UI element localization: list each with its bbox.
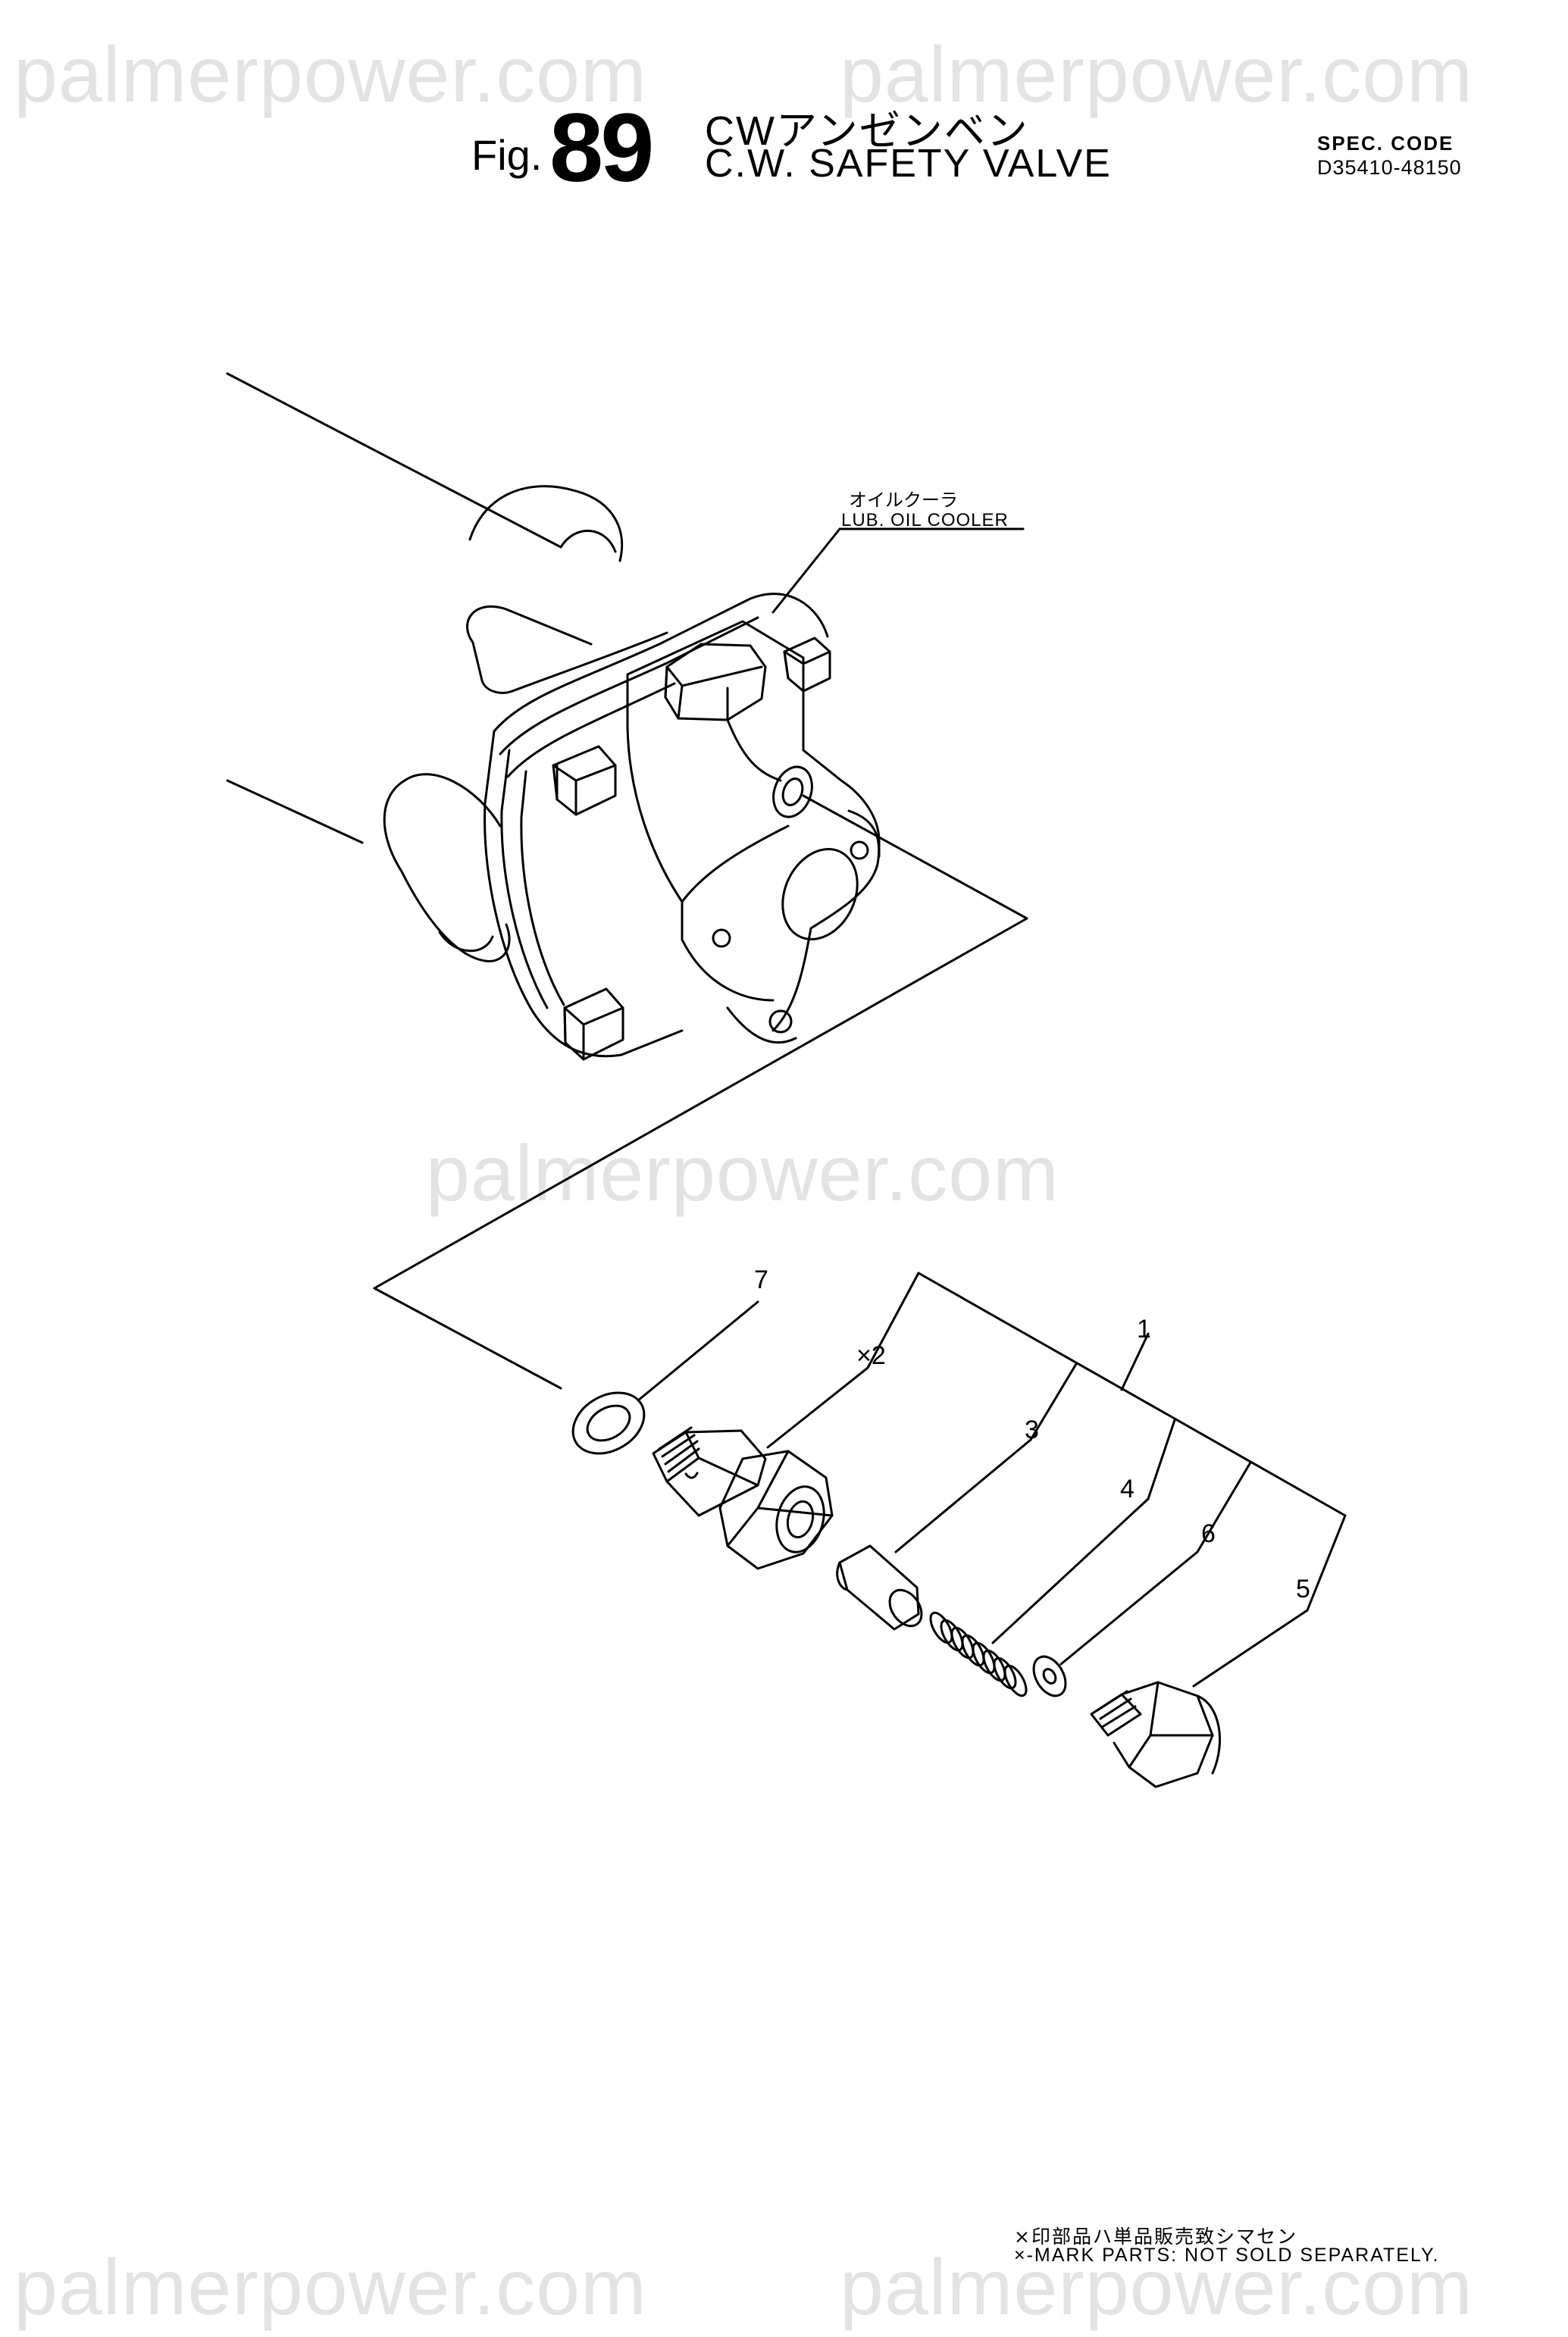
cover-bolt-bottom-left bbox=[563, 987, 624, 1061]
watermark-bottom-left: palmerpower.com bbox=[14, 2244, 647, 2332]
fig-number: 89 bbox=[549, 94, 654, 202]
footer-note-english: ×-MARK PARTS: NOT SOLD SEPARATELY. bbox=[1014, 2245, 1440, 2266]
footer-note-japanese: ×印部品ハ単品販売致シマセン bbox=[1014, 2226, 1297, 2248]
label-part-1: 1 bbox=[1137, 1315, 1151, 1344]
oil-cooler-body bbox=[226, 372, 668, 962]
label-part-2: ×2 bbox=[856, 1341, 886, 1370]
valve-housing bbox=[626, 620, 881, 1044]
cover-bolt-top-left bbox=[552, 745, 617, 816]
label-part-3: 3 bbox=[1025, 1416, 1039, 1444]
title-japanese: CWアンゼンベン bbox=[705, 108, 1029, 154]
label-part-5: 5 bbox=[1296, 1575, 1310, 1603]
watermark-center: palmerpower.com bbox=[426, 1130, 1059, 1218]
part-3-valve bbox=[836, 1438, 1032, 1631]
watermark-bottom-right: palmerpower.com bbox=[840, 2244, 1473, 2332]
figure-header: Fig. 89 CWアンゼンベン C.W. SAFETY VALVE SPEC.… bbox=[0, 0, 1568, 202]
housing-plug-bolt bbox=[664, 643, 767, 721]
title-english: C.W. SAFETY VALVE bbox=[705, 142, 1112, 186]
cooler-leader-line bbox=[771, 527, 1025, 614]
fig-prefix: Fig. bbox=[471, 131, 543, 179]
watermark-top-right: palmerpower.com bbox=[840, 31, 1473, 119]
spec-code-label: SPEC. CODE bbox=[1317, 132, 1454, 155]
watermark-top-left: palmerpower.com bbox=[14, 31, 647, 119]
cover-bolt-top-right bbox=[783, 637, 831, 693]
part-6-washer bbox=[1032, 1550, 1199, 1697]
label-lub-oil-cooler-jp: オイルクーラ bbox=[849, 490, 958, 511]
part-5-plug bbox=[1090, 1609, 1309, 1788]
assembly-projection-lines bbox=[373, 794, 1028, 1390]
part-7-gasket bbox=[571, 1300, 759, 1455]
cooler-cover-flange bbox=[484, 593, 829, 1058]
spec-code-value: D35410-48150 bbox=[1317, 156, 1462, 179]
part-1-assembly-bracket bbox=[866, 1272, 1347, 1612]
label-part-7: 7 bbox=[754, 1265, 768, 1294]
label-lub-oil-cooler-en: LUB. OIL COOLER bbox=[841, 510, 1009, 530]
part-2-valve-body bbox=[652, 1366, 869, 1570]
label-part-4: 4 bbox=[1120, 1475, 1135, 1503]
part-4-spring bbox=[929, 1497, 1150, 1697]
label-part-6: 6 bbox=[1201, 1519, 1216, 1548]
